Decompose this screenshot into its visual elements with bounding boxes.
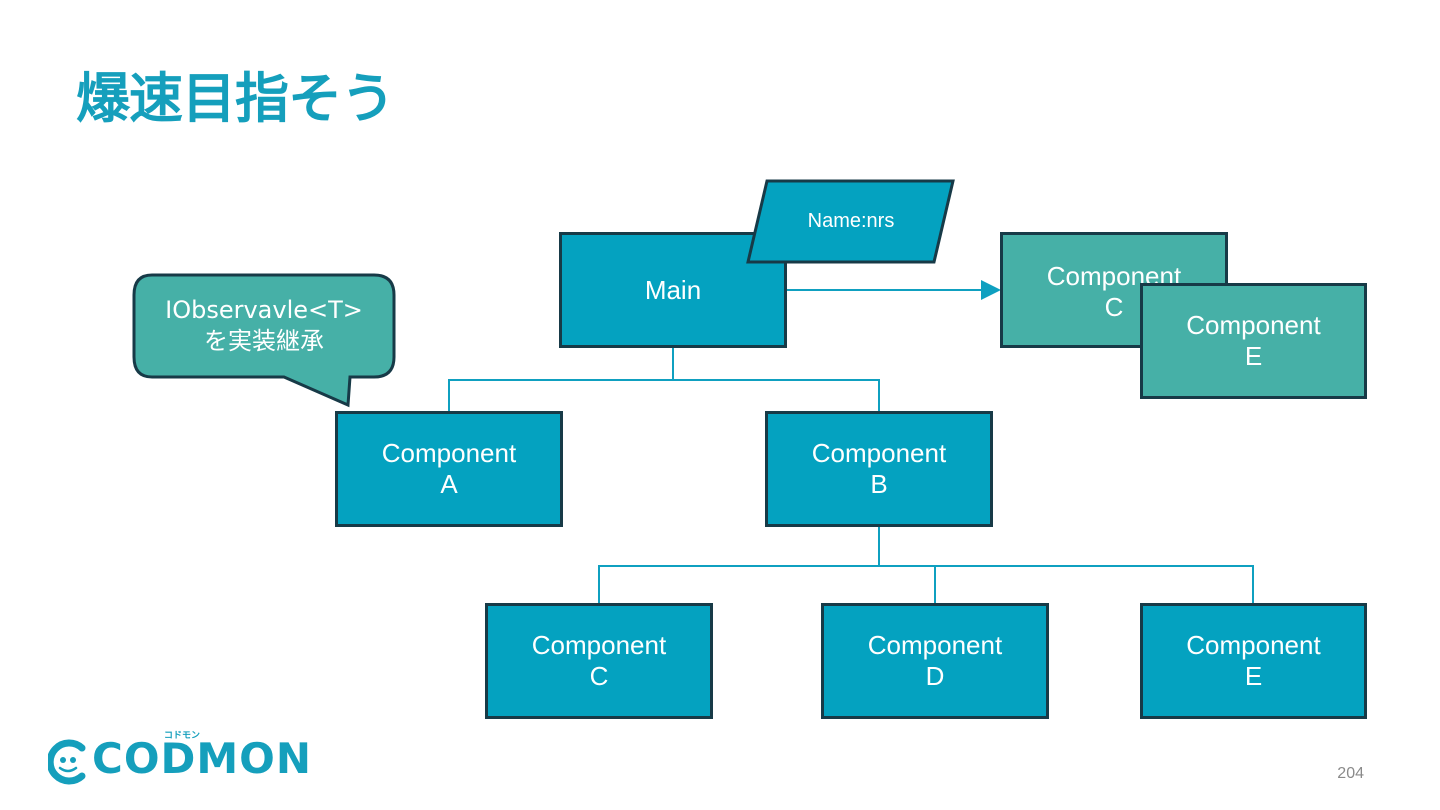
node-component-b-label: Component B [811,438,947,499]
node-component-a-label: Component A [381,438,517,499]
node-component-d-label: Component D [867,630,1003,691]
slide-title: 爆速目指そう [76,67,395,130]
speech-bubble-shape [132,273,396,408]
node-component-b: Component B [765,411,993,527]
name-tag: Name:nrs [746,179,956,265]
connector-b-to-children [598,526,1254,604]
node-component-c-bottom: Component C [485,603,713,719]
connector-main-to-children [448,347,880,412]
speech-callout: IObservavle<T> を実装継承 [132,273,396,409]
page-number: 204 [1337,765,1364,782]
node-component-d: Component D [821,603,1049,719]
node-component-e-top-label: Component E [1186,310,1321,371]
name-tag-label: Name:nrs [807,209,895,232]
logo-ruby-text: コドモン [164,731,201,741]
node-main-label: Main [644,274,702,305]
node-component-e-bottom: Component E [1140,603,1367,719]
node-component-a: Component A [335,411,563,527]
node-component-e-bottom-label: Component E [1186,630,1321,691]
logo-wordmark: CODMON [92,734,313,783]
node-component-c-bottom-label: Component C [531,630,667,691]
node-component-e-top: Component E [1140,283,1367,399]
parallelogram-shape [746,179,955,264]
callout-label: IObservavle<T> を実装継承 [165,296,363,355]
codmon-logo: CODMON コドモン [46,731,311,792]
smiling-face-c-icon [46,739,86,785]
